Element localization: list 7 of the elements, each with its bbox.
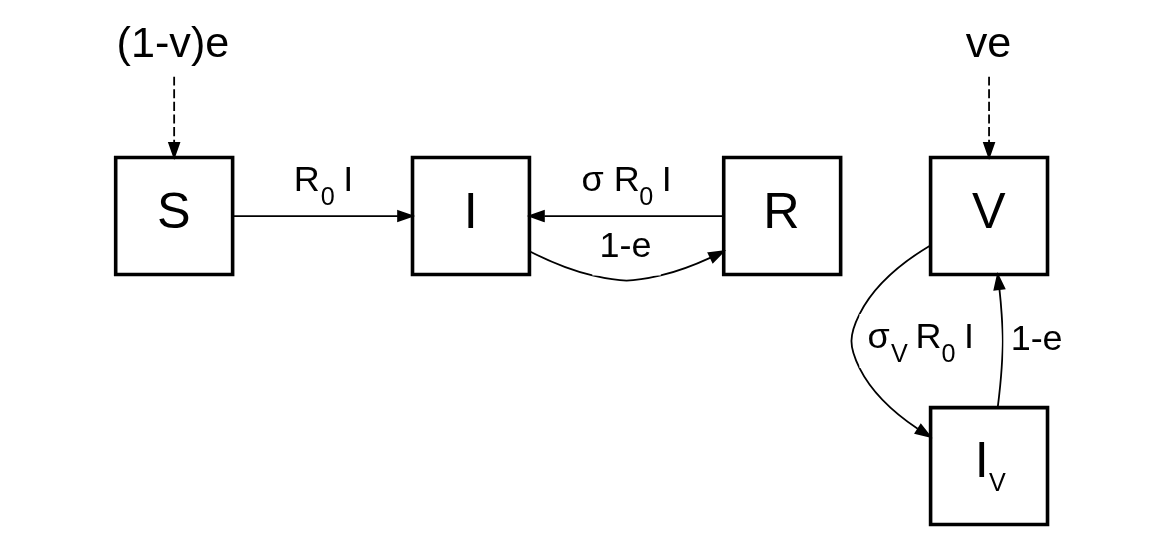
- edge-label: R$_{0}$ I: [293, 157, 353, 210]
- node-text: (1-v)e: [116, 18, 229, 67]
- edge-label: σ R$_{0}$ I: [581, 157, 672, 210]
- edge-label: 1-e: [1010, 317, 1063, 359]
- edge-label: 1-e: [599, 224, 652, 266]
- node-text: ve: [965, 18, 1011, 67]
- edge-label: σ$_{V}$ R$_{0}$ I: [867, 315, 974, 368]
